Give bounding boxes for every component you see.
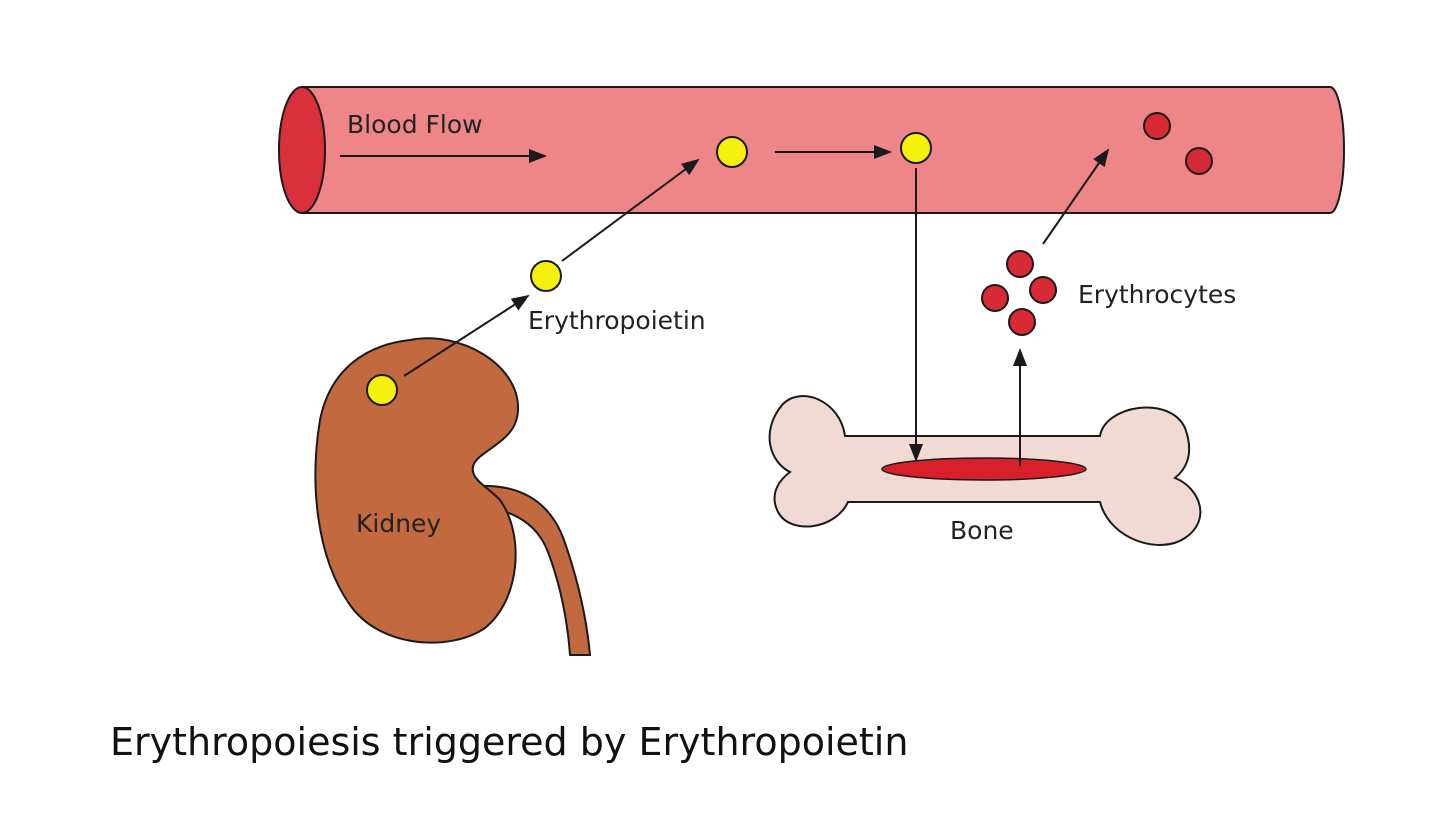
erythropoietin-molecule — [530, 260, 562, 292]
erythrocyte — [1029, 276, 1057, 304]
blood-vessel-tube — [301, 86, 1345, 214]
arrow-erythrocytes-to-vessel — [1042, 148, 1110, 245]
blood-vessel — [278, 86, 1345, 214]
blood-flow-label: Blood Flow — [347, 110, 483, 139]
arrow-erythropoietin-to-vessel — [561, 158, 700, 262]
erythropoietin-label: Erythropoietin — [528, 306, 706, 335]
kidney-label: Kidney — [356, 509, 441, 538]
erythrocytes-label: Erythrocytes — [1078, 280, 1236, 309]
erythrocyte — [1185, 147, 1213, 175]
blood-vessel-opening — [278, 86, 326, 214]
bone — [768, 395, 1202, 546]
figure-caption: Erythropoiesis triggered by Erythropoiet… — [110, 720, 909, 764]
erythrocyte — [1008, 308, 1036, 336]
erythrocyte — [1006, 250, 1034, 278]
erythrocyte — [1143, 112, 1171, 140]
arrow-kidney-to-erythropoietin — [403, 294, 530, 377]
kidney — [314, 337, 592, 656]
erythropoietin-molecule — [716, 136, 748, 168]
erythropoietin-molecule — [366, 374, 398, 406]
erythrocyte — [981, 284, 1009, 312]
bone-label: Bone — [950, 516, 1014, 545]
ureter — [456, 484, 592, 656]
kidney-body — [314, 337, 520, 644]
erythropoietin-molecule — [900, 132, 932, 164]
bone-marrow — [881, 457, 1087, 481]
